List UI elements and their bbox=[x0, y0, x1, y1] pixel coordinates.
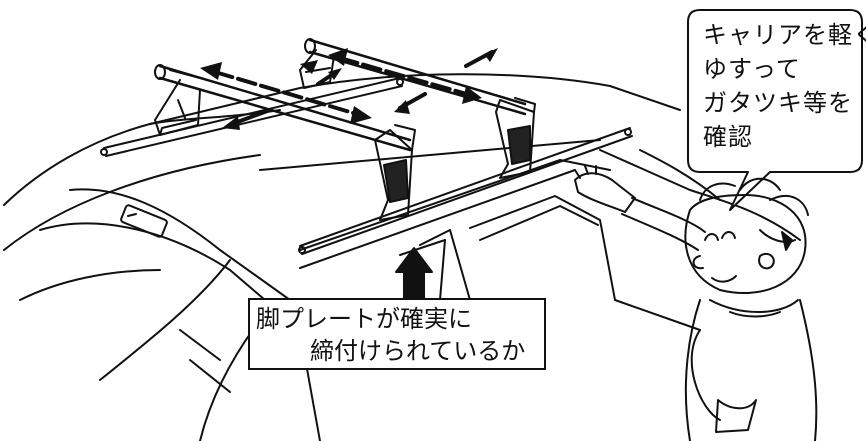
plate-indicator-arrow bbox=[395, 247, 433, 299]
plate-check-label bbox=[248, 298, 546, 370]
carrier-foot-rear-right bbox=[495, 97, 536, 179]
roof-rail-rear bbox=[298, 127, 633, 255]
speech-bubble-line-1: キャリアを軽く bbox=[703, 21, 866, 49]
carrier-bar-front bbox=[154, 64, 412, 152]
plate-check-label-line-1: 脚プレートが確実に bbox=[256, 305, 472, 333]
speech-bubble-line-3: ガタツキ等を bbox=[703, 89, 853, 117]
plate-check-label-line-2: 締付けられているか bbox=[310, 337, 526, 365]
speech-bubble-line-4: 確認 bbox=[703, 123, 753, 151]
roof-rail-front bbox=[100, 77, 404, 157]
shake-arrows bbox=[213, 56, 472, 117]
car-body bbox=[3, 73, 801, 441]
person-illustration bbox=[574, 165, 818, 441]
tilt-arrowheads bbox=[222, 48, 498, 130]
speech-bubble bbox=[687, 9, 863, 211]
carrier-foot-front-left bbox=[154, 79, 201, 136]
carrier-foot-front-right bbox=[374, 124, 416, 221]
speech-bubble-line-2: ゆすって bbox=[703, 55, 801, 83]
arrowheads bbox=[200, 48, 482, 124]
